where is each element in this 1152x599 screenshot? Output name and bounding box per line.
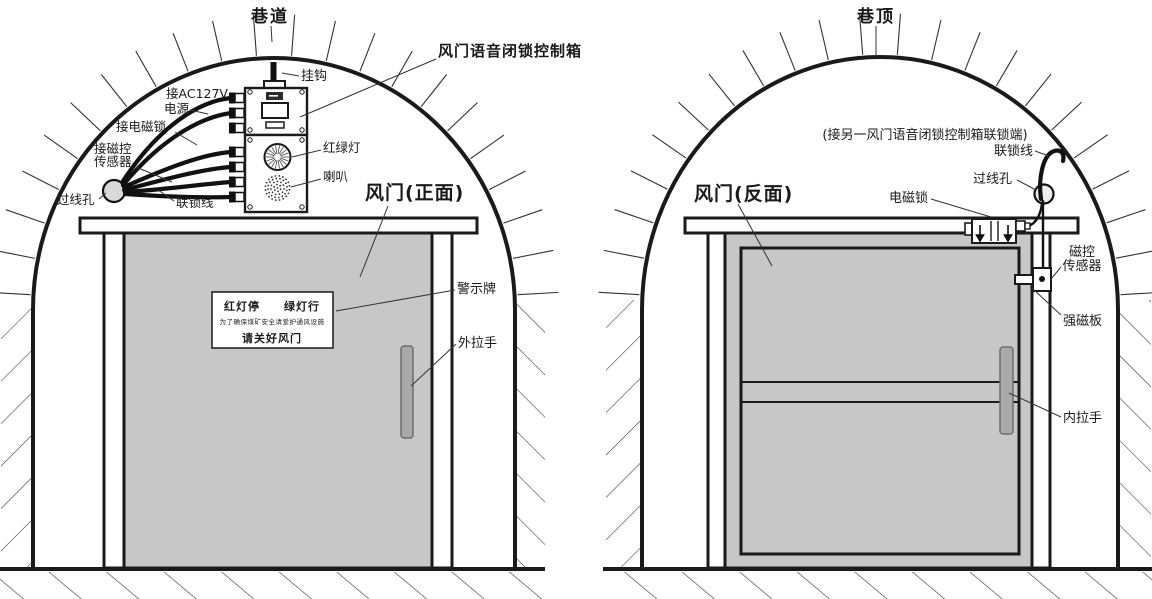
elock-left-cap [964, 222, 973, 236]
corner-screws [247, 89, 305, 210]
leader-wire-hole-right [1016, 179, 1037, 191]
leader-red-green-light [291, 149, 322, 158]
leader-door-back [737, 203, 773, 267]
warning-sign-line2: 为了确保煤矿安全请爱护通风设施 [220, 317, 325, 326]
left-door-frame-left [102, 231, 126, 570]
leader-door-front [359, 205, 389, 278]
leader-interlock-wire [157, 189, 175, 202]
maglock-label-right: 电磁锁 [889, 190, 928, 206]
left-lintel [78, 216, 479, 235]
magnet-plate [1014, 274, 1034, 285]
wall-hatching [1, 300, 1151, 568]
sensor-label-2: 传感器 [94, 154, 132, 169]
right-roof-label: 巷顶 [856, 6, 895, 27]
ground-hatching [0, 572, 1152, 599]
right-arch-hatch-ticks [598, 13, 1152, 296]
leader-horn [290, 178, 322, 188]
wire-hole-label-right: 过线孔 [973, 172, 1012, 187]
left-leader-lines [98, 58, 457, 387]
leader-sensor [135, 166, 173, 183]
left-roof-label: 巷道 [250, 6, 289, 27]
leader-power [189, 109, 209, 115]
interlock-wire-label-left: 联锁线 [176, 195, 214, 210]
horn-speaker [264, 175, 291, 201]
control-box-title: 风门语音闭锁控制箱 [438, 42, 582, 60]
left-roof-tick [270, 25, 273, 43]
left-door-assembly: 红灯停 绿灯行 为了确保煤矿安全请爱护通风设施 请关好风门 [78, 216, 479, 570]
horn-label: 喇叭 [323, 169, 349, 184]
leader-magnetic-sensor [1050, 266, 1062, 280]
leader-inner-handle [1008, 392, 1062, 418]
cables [120, 95, 234, 200]
left-door-frame-right [430, 231, 454, 570]
wire-hole-label-left: 过线孔 [57, 192, 95, 207]
leader-interlock-wire-right [1034, 150, 1050, 157]
magnetic-sensor-dot [1039, 276, 1045, 282]
warning-sign-line1: 红灯停 绿灯行 [224, 299, 320, 313]
control-box [229, 62, 309, 214]
magnetic-sensor-label-1: 磁控 [1069, 245, 1095, 260]
right-labels: (接另一风门语音闭锁控制箱联锁端) 联锁线 过线孔 电磁锁 风门(反面) 磁控 … [694, 127, 1102, 426]
display-window [261, 102, 289, 119]
leader-outer-handle [410, 343, 457, 387]
warning-sign-plate [211, 291, 334, 349]
elock-dividers [990, 221, 999, 241]
elock-terminal [1015, 220, 1026, 232]
outer-handle-bar [400, 345, 414, 439]
sensor-label-1: 接磁控 [94, 141, 132, 156]
inner-handle-bar [999, 346, 1014, 435]
outer-handle-label: 外拉手 [458, 336, 497, 351]
right-interlock-wire [1038, 148, 1066, 202]
door-front-title: 风门(正面) [365, 181, 464, 204]
leader-warning-sign [335, 289, 456, 312]
red-green-light-label: 红绿灯 [323, 140, 361, 155]
electromagnetic-lock [964, 218, 1031, 244]
lamp-spokes [265, 145, 290, 169]
hook-bar [270, 62, 277, 88]
interlock-wire-label-right: 联锁线 [994, 143, 1033, 159]
right-tunnel-arch [640, 55, 1120, 569]
button-slot [265, 121, 285, 129]
magnet-plate-label: 强磁板 [1063, 314, 1102, 329]
door-back-title: 风门(反面) [694, 182, 793, 205]
leader-control-box-title [299, 58, 437, 118]
interlock-note: (接另一风门语音闭锁控制箱联锁端) [822, 127, 1027, 143]
warning-sign-line3: 请关好风门 [242, 331, 302, 345]
right-door-frame-left [706, 231, 727, 570]
nameplate-mark [269, 95, 278, 97]
maglock-label: 接电磁锁 [116, 119, 167, 134]
door-mid-rail [741, 381, 1019, 403]
power-label-2: 电源 [164, 101, 190, 116]
hook-label: 挂钩 [301, 69, 327, 84]
right-door-assembly [683, 216, 1080, 570]
left-labels: 风门语音闭锁控制箱 挂钩 接AC127V 电源 接电磁锁 接磁控 传感器 过线孔… [57, 42, 582, 351]
red-green-lamp [263, 143, 292, 171]
inner-handle-label: 内拉手 [1063, 410, 1102, 426]
warning-sign-label: 警示牌 [457, 281, 496, 297]
right-leader-lines [737, 150, 1062, 418]
leader-maglock-right [930, 198, 992, 218]
left-door-panel [122, 231, 434, 570]
leader-magnet-plate [1031, 287, 1062, 316]
magnetic-sensor-label-2: 传感器 [1062, 258, 1101, 274]
left-arch-hatch-ticks [0, 14, 559, 296]
power-label-1: 接AC127V [166, 86, 228, 101]
left-tunnel-arch [31, 56, 517, 569]
elock-arrows [975, 225, 1013, 243]
leader-maglock [174, 131, 198, 146]
leader-wire-hole [98, 192, 107, 200]
leader-hook [281, 72, 300, 77]
cable-glands [229, 92, 245, 203]
elock-terminal-nub [1024, 222, 1031, 230]
